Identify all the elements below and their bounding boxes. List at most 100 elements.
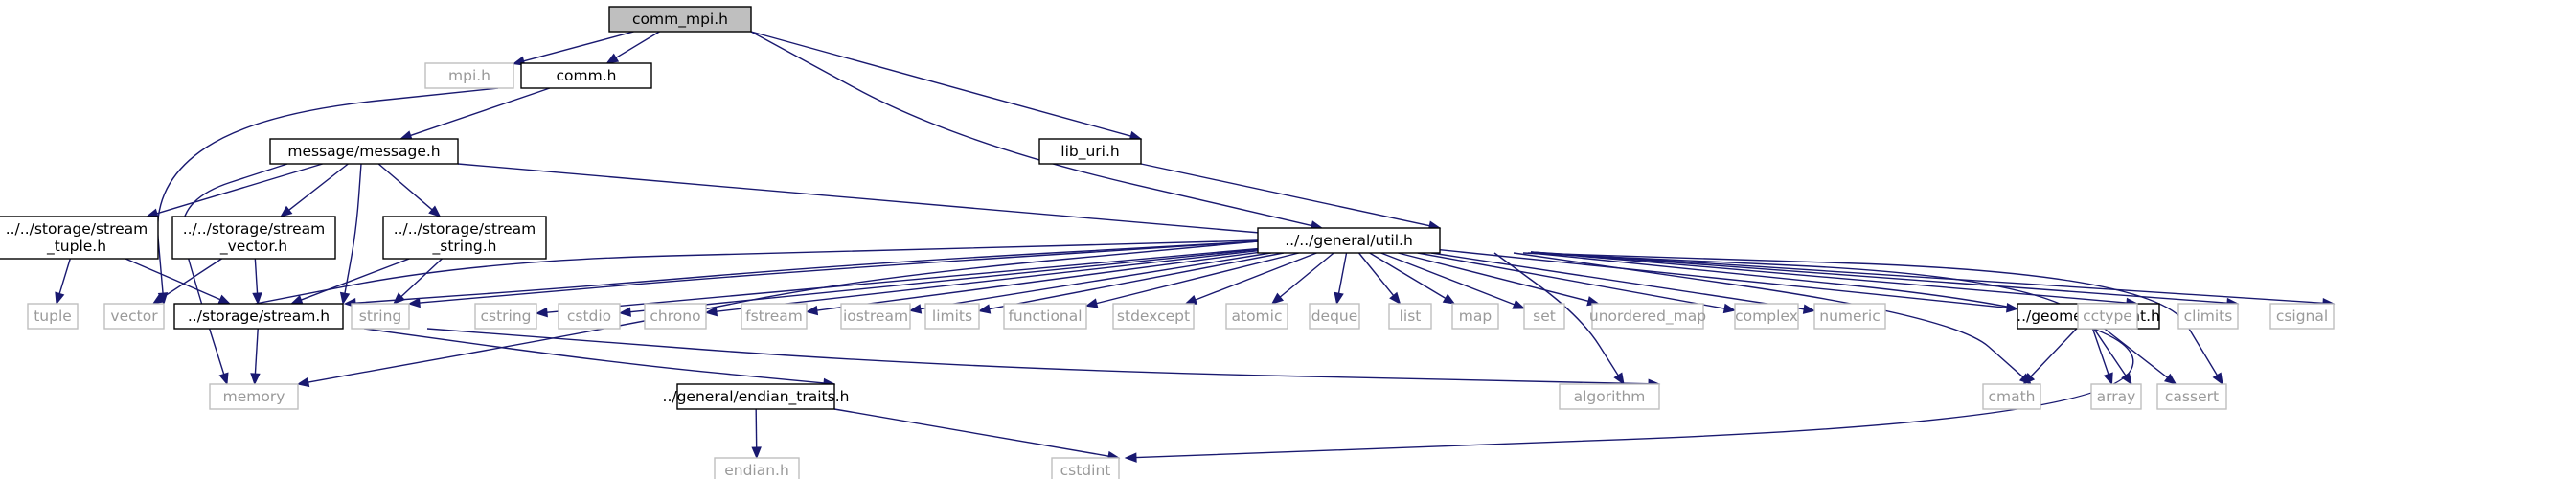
node-list: list [1388, 303, 1432, 330]
arrowhead-icon [428, 205, 442, 217]
node-label: mpi.h [448, 67, 490, 84]
node-stream-tuple[interactable]: ../../storage/stream_tuple.h [0, 216, 159, 260]
edge-line [1513, 252, 2024, 378]
node-memory: memory [209, 383, 299, 410]
node-box [1559, 383, 1660, 410]
edge-line [615, 31, 660, 58]
node-label: ../../storage/stream [6, 220, 148, 238]
edge-line [58, 258, 71, 294]
edge-line [1530, 251, 2128, 304]
arrowhead-icon [618, 307, 631, 317]
dependency-edge-comm_mpi-lib_uri [750, 31, 1143, 142]
dependency-edge-point-cassert [2104, 328, 2177, 385]
node-box [924, 303, 980, 330]
edge-line [920, 252, 1271, 310]
node-comm-mpi[interactable]: comm_mpi.h [608, 6, 752, 33]
node-box [103, 303, 165, 330]
node-box [2156, 383, 2227, 410]
dependency-edge-util-cstring [535, 247, 1259, 318]
dependency-edge-util-chrono [704, 249, 1259, 317]
dependency-edge-util-deque [1334, 252, 1348, 306]
dependency-edge-stream_vector-vector [151, 258, 222, 305]
edge-line [216, 240, 1259, 312]
node-label: limits [932, 308, 972, 325]
node-label: _string.h [432, 238, 497, 256]
node-box [424, 62, 514, 89]
node-label: ../../storage/stream [183, 220, 326, 238]
node-box [1257, 227, 1441, 254]
node-label: stdexcept [1117, 308, 1190, 325]
dependency-edge-stream_vector-stream [252, 258, 262, 306]
arrowhead-icon [151, 293, 166, 305]
arrowhead-icon [252, 292, 262, 306]
dependency-edge-util-limits [977, 252, 1285, 314]
node-tuple: tuple [27, 303, 79, 330]
edge-line [546, 247, 1259, 313]
edge-line [523, 31, 634, 62]
edge-line [410, 87, 551, 137]
node-comm[interactable]: comm.h [520, 62, 652, 89]
node-box [1734, 303, 1799, 330]
arrowhead-icon [908, 304, 923, 314]
node-endian-traits[interactable]: ../general/endian_traits.h [663, 383, 850, 410]
node-box [741, 303, 808, 330]
node-label: cctype [2083, 308, 2132, 325]
node-message[interactable]: message/message.h [269, 138, 459, 165]
node-box [382, 216, 547, 260]
dependency-edge-util-functional [1084, 252, 1300, 308]
dependency-edge-message-stream_vector [280, 163, 349, 217]
dependency-edge-util-atomic [1270, 252, 1334, 305]
edge-line [426, 328, 1650, 385]
dependency-edge-stream-memory [250, 328, 261, 386]
node-label: cstring [480, 308, 531, 325]
dependency-edge-util-cstdio [618, 248, 1259, 317]
arrowhead-icon [605, 53, 620, 64]
node-stream[interactable]: ../storage/stream.h [173, 303, 344, 330]
node-util[interactable]: ../../general/util.h [1257, 227, 1441, 254]
arrowhead-icon [1802, 304, 1816, 314]
node-cstdio: cstdio [558, 303, 621, 330]
node-complex: complex [1734, 303, 1799, 330]
dependency-edge-util-iostream [908, 252, 1271, 314]
node-cassert: cassert [2156, 383, 2227, 410]
node-box [520, 62, 652, 89]
dependency-edge-util-climits [1530, 251, 2240, 308]
node-label: list [1400, 308, 1422, 325]
node-stream-vector[interactable]: ../../storage/stream_vector.h [171, 216, 336, 260]
edge-line [377, 163, 433, 211]
node-box [676, 383, 835, 410]
arrowhead-icon [805, 305, 819, 316]
arrowhead-icon [1124, 452, 1137, 463]
arrowhead-icon [250, 373, 261, 386]
edge-line [816, 251, 1259, 311]
dependency-edge-comm_mpi-util [750, 31, 1324, 231]
edge-line [301, 258, 410, 301]
node-lib-uri[interactable]: lib_uri.h [1038, 138, 1142, 165]
node-label: deque [1311, 308, 1358, 325]
arrowhead-icon [1442, 293, 1456, 305]
node-label: string [359, 308, 402, 325]
edge-line [1417, 252, 1725, 309]
dependency-edge-util-map [1369, 252, 1456, 305]
arrowhead-icon [296, 376, 310, 388]
edge-line [254, 258, 259, 294]
arrowhead-icon [55, 291, 65, 306]
edge-line [457, 163, 1339, 240]
node-label: cmath [1988, 388, 2035, 405]
node-box [171, 216, 336, 260]
node-functional: functional [1003, 303, 1087, 330]
arrowhead-icon [218, 372, 229, 386]
node-stream-string[interactable]: ../../storage/stream_string.h [382, 216, 547, 260]
node-chrono: chrono [644, 303, 707, 330]
node-label: memory [223, 388, 285, 405]
edge-line [419, 240, 1259, 304]
arrowhead-icon [2212, 372, 2223, 386]
edge-line [989, 252, 1285, 310]
node-array: array [2090, 383, 2142, 410]
dependency-edge-util-string [407, 240, 1259, 308]
edge-line [1380, 252, 1515, 306]
dependency-edge-point-cmath [2022, 328, 2078, 385]
dependency-edge-util-complex [1417, 252, 1737, 314]
node-box [714, 457, 800, 479]
